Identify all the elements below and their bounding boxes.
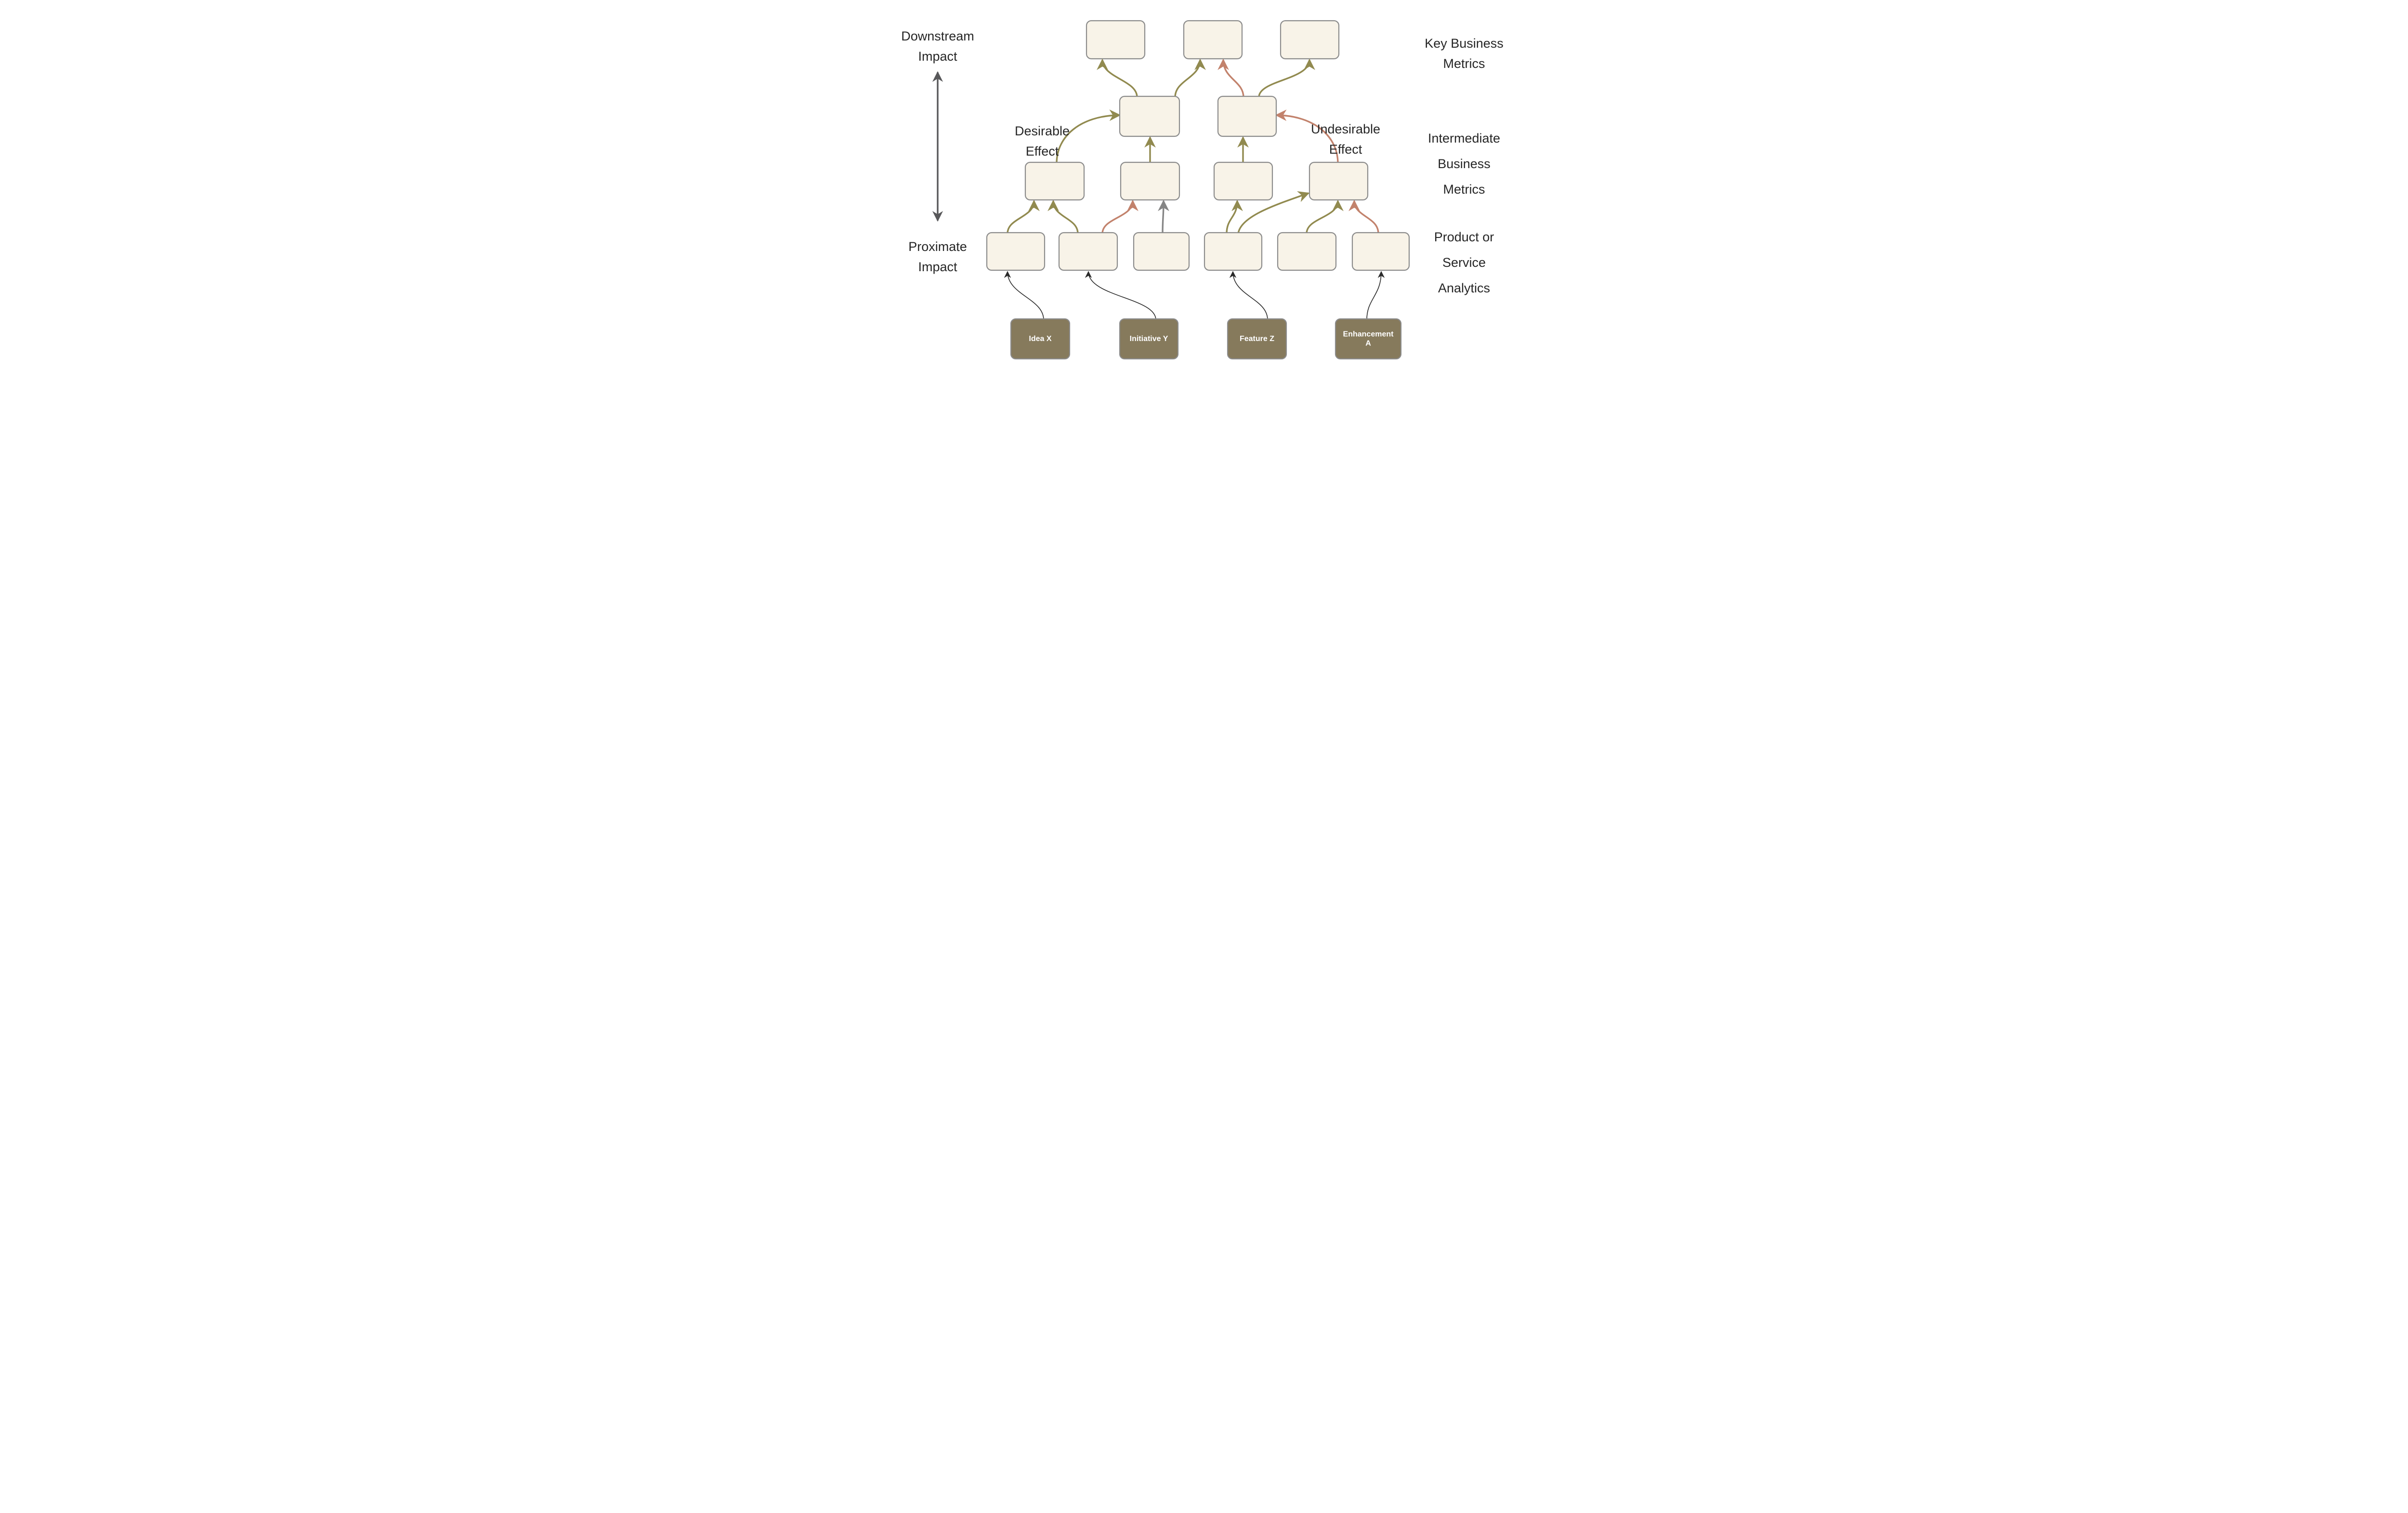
edge-intermediate1-to-key2 xyxy=(1174,58,1206,98)
intermediate-metric-3-box xyxy=(1024,161,1085,201)
input-label: Idea X xyxy=(1029,335,1051,343)
desirable-effect-label: Desirable xyxy=(1014,124,1069,138)
intermediate-metric-5-box xyxy=(1213,161,1273,201)
key-business-metrics-label: Metrics xyxy=(1443,56,1485,71)
edges-layer xyxy=(932,58,1385,320)
edge-analytics3-to-intermediate4 xyxy=(1157,199,1169,234)
edge-analytics6-to-intermediate6 xyxy=(1348,199,1379,234)
edge-analytics4-to-intermediate6 xyxy=(1237,191,1309,234)
product-or-service-analytics-label: Product or xyxy=(1434,230,1494,244)
edge-feature-z-to-analytics4 xyxy=(1229,271,1268,320)
edge-analytics1-to-intermediate3 xyxy=(1006,199,1040,234)
input-box-feature-z xyxy=(1227,318,1287,360)
key-metric-3-box xyxy=(1280,20,1339,60)
intermediate-metric-1-box xyxy=(1119,95,1180,137)
product-or-service-analytics-label: Analytics xyxy=(1438,281,1490,295)
product-or-service-analytics-label: Service xyxy=(1442,255,1485,270)
input-label: Feature Z xyxy=(1239,335,1274,343)
downstream-impact-label: Downstream xyxy=(901,29,974,43)
intermediate-business-metrics-label: Business xyxy=(1438,157,1491,171)
input-label: A xyxy=(1365,340,1371,348)
analytics-metric-2-box xyxy=(1058,232,1118,271)
intermediate-business-metrics-label: Intermediate xyxy=(1427,131,1500,145)
intermediate-business-metrics-label: Metrics xyxy=(1443,182,1485,197)
edge-enhancement-a-to-analytics6 xyxy=(1366,271,1385,320)
key-metric-1-box xyxy=(1086,20,1145,60)
input-box-enhancement-a xyxy=(1335,318,1401,360)
edge-analytics2-to-intermediate3 xyxy=(1047,199,1079,234)
key-business-metrics-label: Key Business xyxy=(1425,36,1504,51)
desirable-effect-label: Effect xyxy=(1025,144,1059,158)
edge-intermediate6-to-intermediate2 xyxy=(1275,109,1339,164)
input-label: Initiative Y xyxy=(1129,335,1168,343)
edge-intermediate1-to-key1 xyxy=(1096,58,1138,98)
analytics-metric-4-box xyxy=(1204,232,1262,271)
key-metric-2-box xyxy=(1183,20,1243,60)
proximate-impact-label: Proximate xyxy=(908,239,967,254)
edge-analytics4-to-intermediate5 xyxy=(1225,199,1243,234)
edge-analytics5-to-intermediate6 xyxy=(1305,199,1344,234)
intermediate-metric-4-box xyxy=(1120,161,1180,201)
edge-intermediate3-to-intermediate1 xyxy=(1055,109,1121,164)
edge-intermediate2-to-key3 xyxy=(1257,58,1315,98)
undesirable-effect-label: Undesirable xyxy=(1310,122,1380,136)
edge-analytics2-to-intermediate4 xyxy=(1101,199,1139,234)
input-box-initiative-y xyxy=(1119,318,1178,360)
analytics-metric-1-box xyxy=(986,232,1045,271)
analytics-metric-3-box xyxy=(1133,232,1190,271)
analytics-metric-6-box xyxy=(1351,232,1410,271)
undesirable-effect-label: Effect xyxy=(1329,142,1362,157)
boxes-layer xyxy=(986,20,1410,360)
input-box-idea-x xyxy=(1010,318,1070,360)
proximate-impact-label: Impact xyxy=(918,260,957,274)
intermediate-metric-2-box xyxy=(1217,95,1277,137)
downstream-impact-label: Impact xyxy=(918,49,957,64)
edge-intermediate2-to-key2 xyxy=(1217,58,1244,98)
analytics-metric-5-box xyxy=(1277,232,1336,271)
input-label: Enhancement xyxy=(1343,330,1394,339)
edge-initiative-y-to-analytics2 xyxy=(1085,271,1156,320)
edge-idea-x-to-analytics1 xyxy=(1004,271,1044,320)
intermediate-metric-6-box xyxy=(1309,161,1368,201)
